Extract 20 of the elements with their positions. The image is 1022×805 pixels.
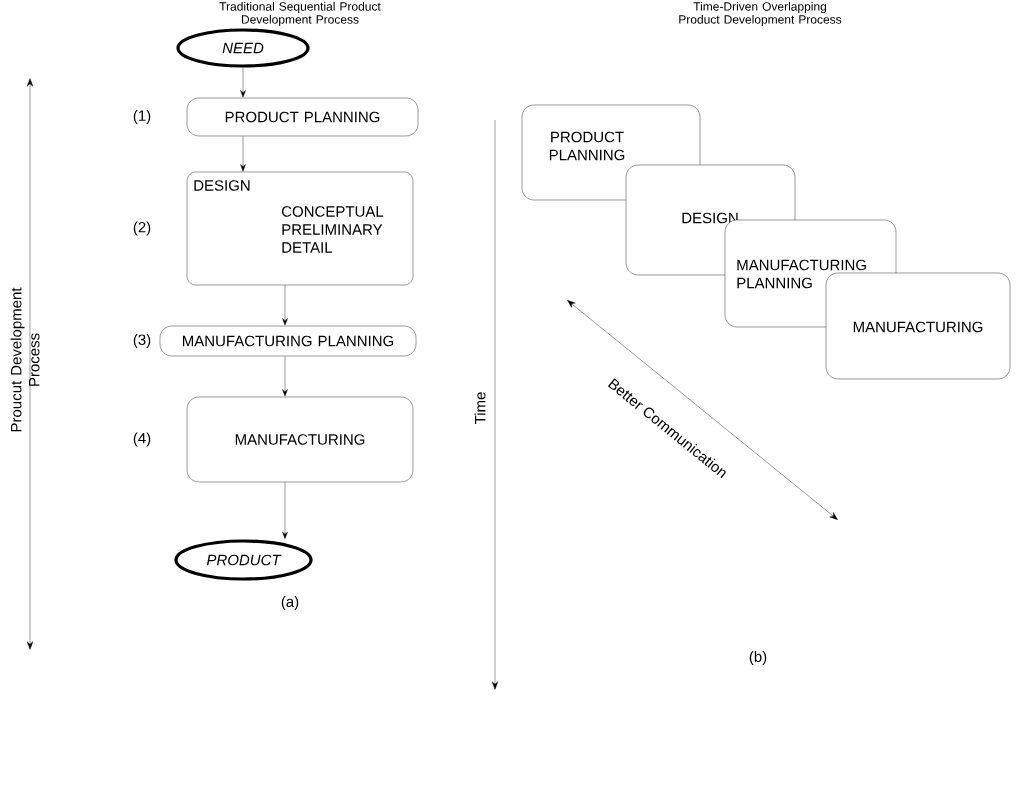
- arrow: [282, 482, 288, 540]
- step-number: (3): [133, 334, 151, 348]
- arrow: [282, 356, 288, 397]
- text-label: Time-Driven Overlapping Product Development Process: [679, 1, 842, 27]
- text-label: (b): [749, 651, 767, 665]
- arrow: [240, 136, 246, 172]
- process-box: MANUFACTURING PLANNING: [159, 325, 417, 357]
- text-label: Proucut Development Process: [10, 287, 40, 432]
- arrow: [282, 285, 288, 326]
- arrow: [240, 67, 246, 98]
- process-box: PRODUCT PLANNING: [186, 97, 419, 137]
- process-box: MANUFACTURING: [186, 396, 414, 483]
- text-label: Traditional Sequential Product Development Process: [219, 1, 381, 27]
- process-box: MANUFACTURING: [825, 272, 1011, 380]
- step-number: (4): [133, 432, 151, 447]
- text-label: (a): [281, 596, 299, 610]
- step-number: (2): [133, 221, 151, 236]
- text-label: Time: [474, 392, 486, 425]
- process-box: DESIGN CONCEPTUAL PRELIMINARY DETAIL: [186, 171, 414, 286]
- step-number: (1): [133, 110, 151, 124]
